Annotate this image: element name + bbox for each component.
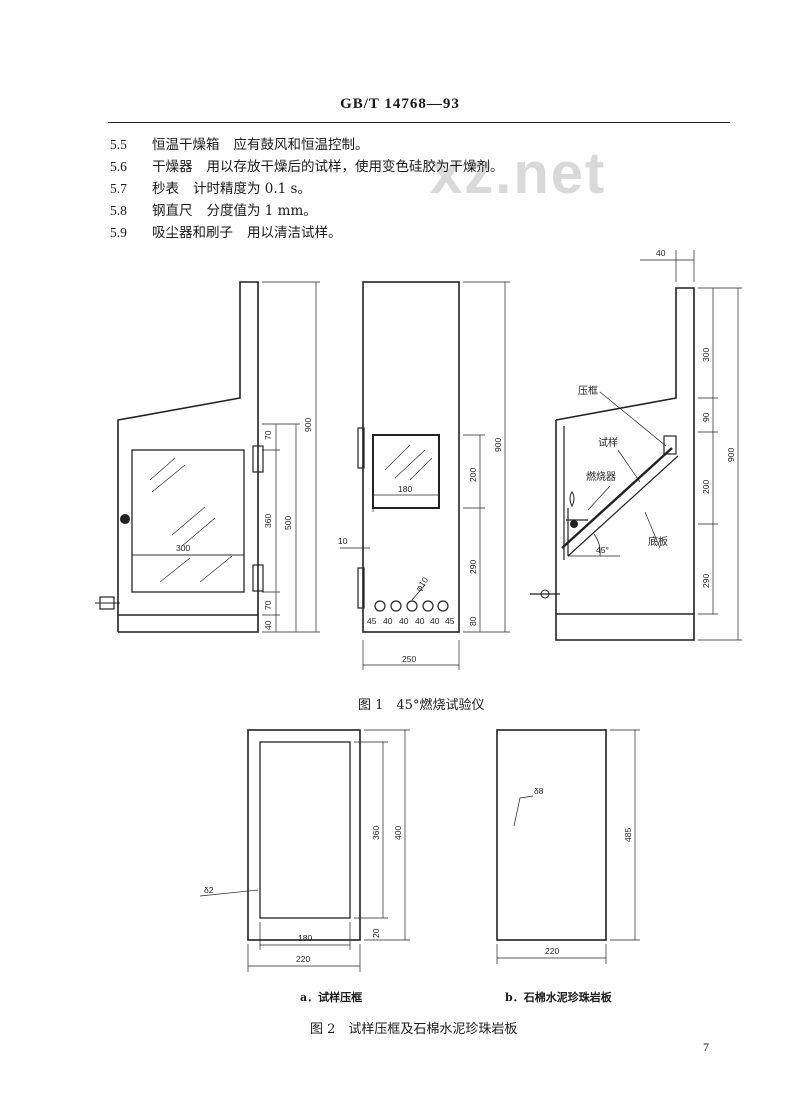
svg-text:485: 485 [623,828,633,842]
svg-text:40: 40 [399,616,409,626]
door-handle-icon [120,514,130,524]
dimension-labels: 70 360 500 900 70 40 300 200 900 290 180… [176,248,736,964]
svg-text:360: 360 [371,826,381,840]
svg-text:180: 180 [298,933,312,943]
svg-text:200: 200 [701,480,711,494]
svg-text:300: 300 [176,543,190,553]
svg-text:500: 500 [283,516,293,530]
svg-text:900: 900 [493,438,503,452]
svg-text:40: 40 [656,248,666,258]
svg-text:45: 45 [445,616,455,626]
figure2b-label: b．石棉水泥珍珠岩板 [505,991,612,1004]
apparatus-left-view [95,281,320,633]
svg-text:900: 900 [303,418,313,432]
svg-text:燃烧器: 燃烧器 [586,470,616,483]
svg-text:70: 70 [263,600,273,610]
svg-text:290: 290 [701,574,711,588]
svg-text:70: 70 [263,430,273,440]
watermark: xz.net [430,141,607,206]
svg-text:压框: 压框 [578,384,598,397]
sample-press-frame [199,729,410,972]
svg-text:900: 900 [726,448,736,462]
svg-text:底板: 底板 [648,535,668,548]
svg-text:360: 360 [263,514,273,528]
svg-text:δ2: δ2 [204,885,214,895]
svg-text:δ8: δ8 [534,786,544,796]
svg-text:300: 300 [701,348,711,362]
svg-text:40: 40 [415,616,425,626]
svg-text:40: 40 [263,620,273,630]
figure2a-label: a．试样压框 [300,991,363,1004]
svg-text:200: 200 [468,468,478,482]
header-rule [108,122,730,123]
svg-text:220: 220 [296,954,310,964]
apparatus-side-view [530,250,742,641]
svg-text:20: 20 [371,928,381,938]
svg-text:40: 40 [430,616,440,626]
svg-text:180: 180 [398,484,412,494]
svg-text:45: 45 [367,616,377,626]
component-labels: 压框 试样 燃烧器 底板 [578,384,668,548]
svg-text:40: 40 [383,616,393,626]
figure1-caption: 图 1 45°燃烧试验仪 [358,698,485,713]
apparatus-front-view [340,281,510,670]
svg-text:试样: 试样 [598,436,618,449]
svg-text:10: 10 [338,536,348,546]
svg-text:220: 220 [545,946,559,956]
svg-text:80: 80 [468,616,478,626]
asbestos-perlite-board [496,729,640,964]
svg-text:250: 250 [402,654,416,664]
svg-text:400: 400 [393,826,403,840]
page-number: 7 [703,1040,709,1054]
svg-text:290: 290 [468,560,478,574]
svg-text:45°: 45° [596,545,609,555]
svg-text:φ10: φ10 [413,575,430,593]
page-header: GB/T 14768—93 [340,96,460,112]
svg-text:90: 90 [701,412,711,422]
figure2-caption: 图 2 试样压框及石棉水泥珍珠岩板 [310,1022,518,1037]
